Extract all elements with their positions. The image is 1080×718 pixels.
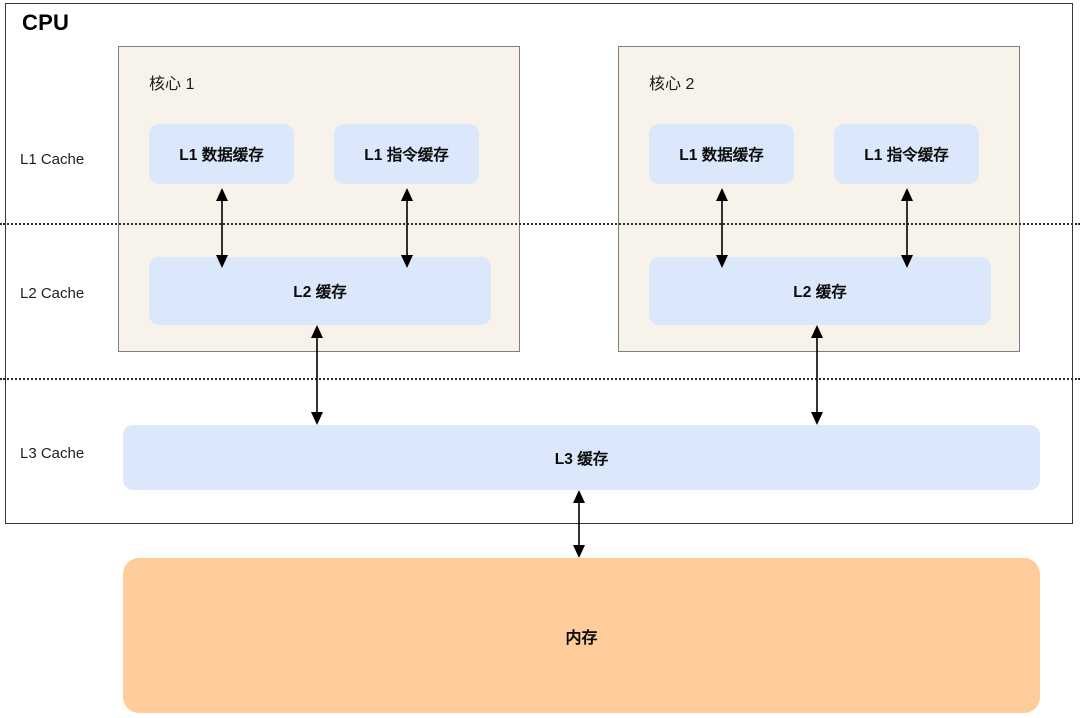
core-1-title: 核心 1 — [149, 76, 195, 93]
arrow-core1-l2-to-l3 — [306, 325, 328, 425]
core-2-l1-data-cache-label: L1 数据缓存 — [679, 147, 764, 164]
core-1-l1-instruction-cache-label: L1 指令缓存 — [364, 147, 449, 164]
core-1-l1-instruction-cache: L1 指令缓存 — [334, 124, 479, 184]
memory-label: 内存 — [565, 629, 598, 647]
core-2-l2-cache-label: L2 缓存 — [793, 284, 847, 301]
core-1-l1-data-cache: L1 数据缓存 — [149, 124, 294, 184]
arrow-l3-to-memory — [568, 490, 590, 558]
l3-cache-block: L3 缓存 — [123, 425, 1040, 490]
core-1-l2-cache: L2 缓存 — [149, 257, 491, 325]
arrow-core1-l1data-to-l2 — [211, 188, 233, 268]
cpu-title: CPU — [22, 10, 70, 35]
core-2-title: 核心 2 — [649, 76, 695, 93]
divider-l2-l3 — [0, 378, 1080, 380]
tier-label-l2: L2 Cache — [20, 285, 85, 302]
core-1-container: 核心 1 L1 数据缓存 L1 指令缓存 L2 缓存 — [118, 46, 520, 352]
arrow-core2-l1data-to-l2 — [711, 188, 733, 268]
core-2-container: 核心 2 L1 数据缓存 L1 指令缓存 L2 缓存 — [618, 46, 1020, 352]
tier-label-l3: L3 Cache — [20, 445, 85, 462]
core-1-l2-cache-label: L2 缓存 — [293, 284, 347, 301]
arrow-core2-l2-to-l3 — [806, 325, 828, 425]
divider-l1-l2 — [0, 223, 1080, 225]
memory-block: 内存 — [123, 558, 1040, 713]
tier-label-l1: L1 Cache — [20, 151, 85, 168]
core-2-l2-cache: L2 缓存 — [649, 257, 991, 325]
core-2-l1-instruction-cache: L1 指令缓存 — [834, 124, 979, 184]
core-2-l1-data-cache: L1 数据缓存 — [649, 124, 794, 184]
l3-cache-label: L3 缓存 — [554, 450, 609, 468]
arrow-core2-l1instr-to-l2 — [896, 188, 918, 268]
arrow-core1-l1instr-to-l2 — [396, 188, 418, 268]
core-2-l1-instruction-cache-label: L1 指令缓存 — [864, 147, 949, 164]
core-1-l1-data-cache-label: L1 数据缓存 — [179, 147, 264, 164]
